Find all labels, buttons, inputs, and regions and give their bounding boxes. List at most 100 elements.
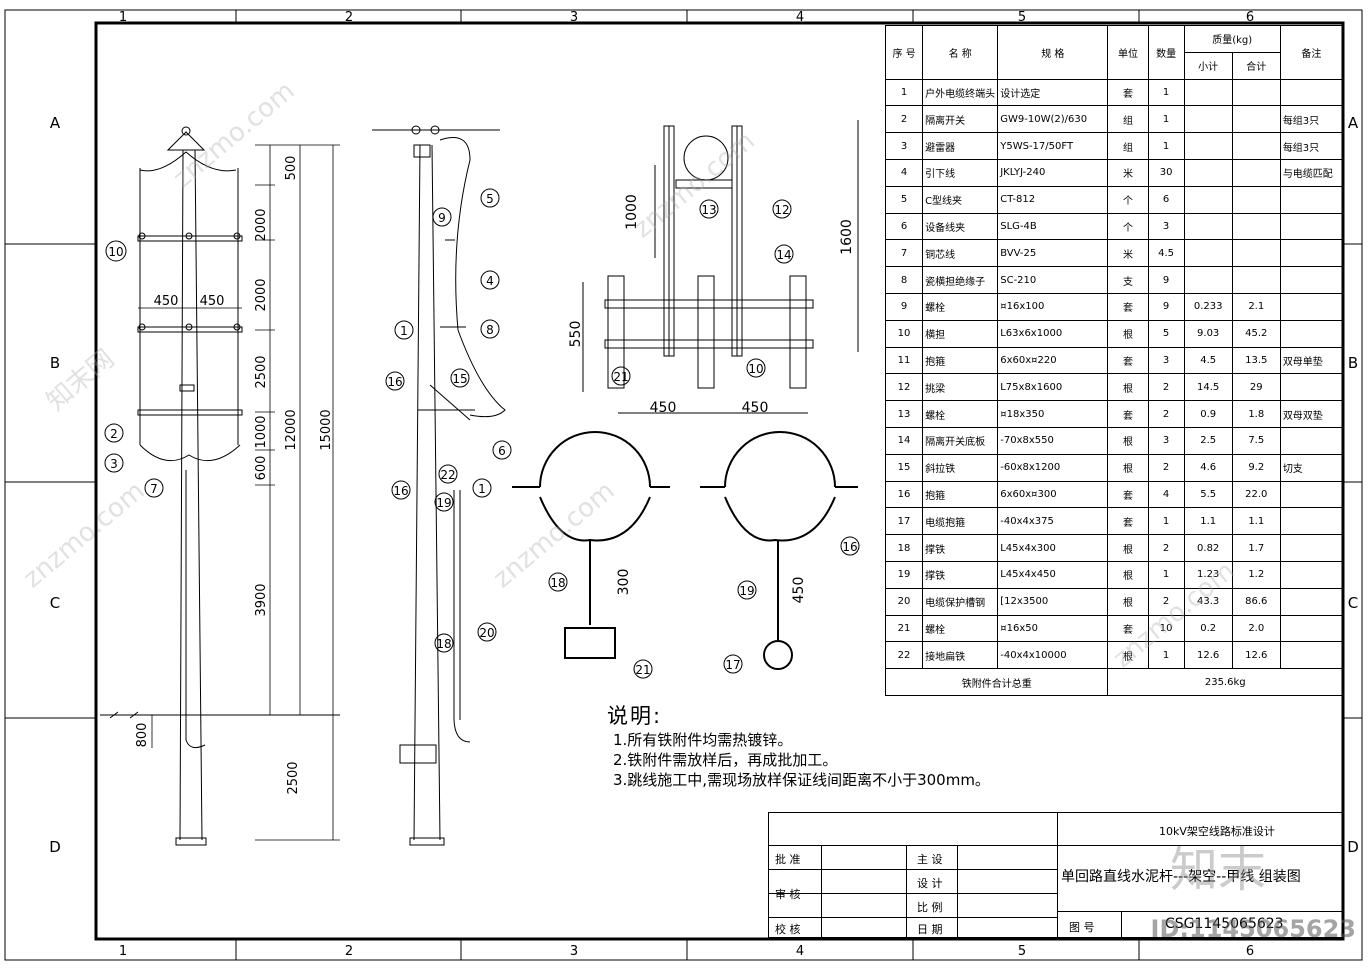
table-cell: 14 — [884, 426, 924, 455]
table-cell: 2 — [1147, 587, 1185, 616]
table-header-row: 序 号 名 称 规 格 单位 数量 质量(kg) 备注 — [884, 25, 1344, 80]
table-cell: 隔离开关底板 — [922, 426, 999, 455]
drawing-title: 单回路直线水泥杆---架空--甲线 组装图 — [1061, 869, 1301, 885]
header-no: 序 号 — [884, 25, 924, 80]
callout-18: 18 — [550, 576, 565, 590]
table-cell: 10 — [884, 319, 924, 348]
table-cell: 每组3只 — [1279, 105, 1344, 134]
table-cell — [1279, 212, 1344, 241]
dim-text: 550 — [568, 321, 584, 348]
row-label: D — [1347, 838, 1359, 856]
table-cell — [1279, 480, 1344, 509]
table-cell: 18 — [884, 534, 924, 562]
table-cell: 米 — [1107, 158, 1149, 187]
table-cell: 4 — [1147, 480, 1185, 509]
plan-view — [582, 120, 859, 414]
callout-5: 5 — [486, 192, 494, 206]
table-cell: 隔离开关 — [922, 105, 999, 134]
table-cell: 个 — [1107, 185, 1149, 214]
dim-text: 1000 — [624, 194, 640, 230]
table-cell: 8 — [884, 266, 924, 294]
callout-10: 10 — [108, 245, 123, 259]
dim-text: 2500 — [254, 355, 269, 388]
table-cell: 1 — [1147, 78, 1185, 107]
table-cell: 7 — [884, 239, 924, 268]
table-cell: 根 — [1107, 534, 1149, 562]
outer-border — [4, 9, 1363, 961]
table-cell: SLG-4B — [997, 212, 1109, 241]
callout-6: 6 — [498, 444, 506, 458]
table-cell: 2 — [1147, 534, 1185, 562]
table-cell: 横担 — [922, 319, 999, 348]
table-cell: 1.2 — [1231, 560, 1281, 589]
drawing-no-label: 图 号 — [1069, 921, 1095, 934]
title-block: 10kV架空线路标准设计 单回路直线水泥杆---架空--甲线 组装图 批 准 审… — [768, 812, 1343, 938]
note-line: 3.跳线施工中,需现场放样保证线间距离不小于300mm。 — [613, 771, 990, 789]
table-total-row: 铁附件合计总重 235.6kg — [884, 668, 1343, 696]
callout-16: 16 — [387, 375, 402, 389]
table-cell: -40x4x10000 — [997, 641, 1109, 670]
row-label: C — [50, 594, 60, 612]
table-cell: 1 — [1147, 560, 1185, 589]
inner-border — [94, 21, 1345, 941]
table-cell: 21 — [884, 614, 924, 643]
note-line: 2.铁附件需放样后，再成批加工。 — [613, 751, 838, 769]
dim-text: 600 — [254, 456, 269, 481]
table-cell: 6x60x¤220 — [997, 346, 1109, 375]
table-cell: 引下线 — [922, 158, 999, 187]
dim-text: 2500 — [286, 761, 301, 794]
table-cell: 10 — [1147, 614, 1185, 643]
note-line: 1.所有铁附件均需热镀锌。 — [613, 731, 793, 749]
table-cell — [1231, 212, 1281, 241]
callout-19b: 19 — [739, 584, 754, 598]
callout-9: 9 — [438, 211, 446, 225]
table-cell — [1279, 507, 1344, 536]
dim-text: 450 — [650, 400, 677, 416]
callout-17: 17 — [725, 658, 740, 672]
table-cell — [1279, 587, 1344, 616]
table-cell: 1.1 — [1183, 507, 1233, 536]
table-cell: 根 — [1107, 319, 1149, 348]
dim-text: 800 — [135, 723, 150, 748]
header-qty: 数量 — [1147, 25, 1185, 80]
table-cell — [1183, 239, 1233, 268]
watermark-id: ID:1145065623 — [1150, 915, 1356, 943]
table-cell: 与电缆匹配 — [1279, 158, 1344, 187]
callout-20: 20 — [479, 626, 494, 640]
table-cell: 5 — [1147, 319, 1185, 348]
table-cell: 2 — [884, 105, 924, 134]
table-cell: Y5WS-17/50FT — [997, 132, 1109, 160]
table-cell: 0.9 — [1183, 400, 1233, 428]
table-cell: 米 — [1107, 239, 1149, 268]
table-cell — [1183, 185, 1233, 214]
table-cell: 根 — [1107, 426, 1149, 455]
col-label: 5 — [1018, 10, 1026, 25]
col-label: 6 — [1246, 944, 1254, 959]
table-cell — [1279, 373, 1344, 402]
col-label: 1 — [119, 944, 127, 959]
dim-text: 3900 — [254, 583, 269, 616]
table-cell: GW9-10W(2)/630 — [997, 105, 1109, 134]
callout-2: 2 — [110, 427, 118, 441]
table-cell: 3 — [884, 132, 924, 160]
table-cell: 双母双垫 — [1279, 400, 1344, 428]
table-cell: 1 — [1147, 105, 1185, 134]
row-label: D — [49, 838, 61, 856]
callout-18b: 18 — [436, 637, 451, 651]
dim-text: 500 — [284, 156, 299, 181]
col-label: 6 — [1246, 10, 1254, 25]
row-label: A — [50, 114, 61, 132]
dim-text: 450 — [200, 294, 225, 309]
design-label: 设 计 — [917, 877, 943, 890]
table-cell: 套 — [1107, 78, 1149, 107]
callout-10b: 10 — [748, 362, 763, 376]
col-label: 2 — [345, 10, 353, 25]
table-cell: 17 — [884, 507, 924, 536]
table-cell — [1279, 185, 1344, 214]
table-cell — [1183, 266, 1233, 294]
table-cell: 3 — [1147, 426, 1185, 455]
